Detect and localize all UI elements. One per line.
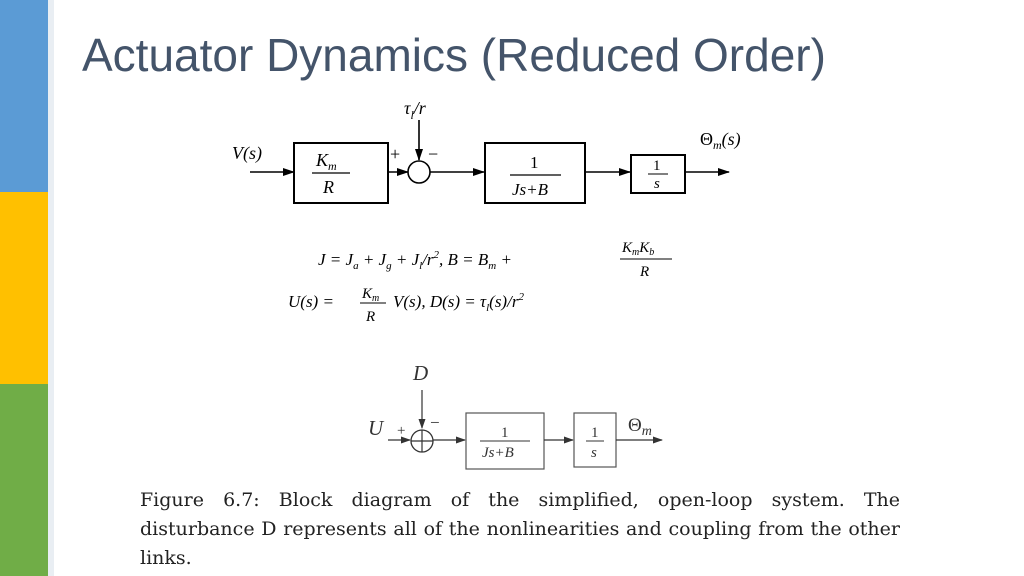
top-plus-sign: + <box>390 144 400 164</box>
bottom-block-diagram: D U + − 1 Js+B 1 s Θm <box>368 361 663 470</box>
bottom-int-num: 1 <box>591 425 599 441</box>
bottom-input-label: U <box>368 416 385 440</box>
top-output-label: Θm(s) <box>700 129 741 152</box>
top-gain-den: R <box>322 177 334 197</box>
equations: J = Ja + Jg + Jl/r2, B = Bm + KmKb R U(s… <box>288 240 672 325</box>
bottom-int-den: s <box>591 445 597 461</box>
equation-line-2-frac-den: R <box>365 309 375 325</box>
top-summing-junction <box>407 160 431 184</box>
top-disturbance-label: τl/r <box>404 98 427 122</box>
slide-title: Actuator Dynamics (Reduced Order) <box>82 29 826 81</box>
accent-stripe-yellow <box>0 192 48 384</box>
bottom-minus-sign: − <box>430 413 440 432</box>
top-plant-num: 1 <box>530 153 539 172</box>
equation-line-2b: V(s), D(s) = τl(s)/r2 <box>393 291 524 314</box>
bottom-disturbance-label: D <box>412 361 428 385</box>
equation-frac-num: KmKb <box>621 240 654 258</box>
top-input-label: V(s) <box>232 143 262 164</box>
bottom-plant-num: 1 <box>501 425 509 441</box>
bottom-plus-sign: + <box>397 423 405 439</box>
accent-divider <box>48 0 54 576</box>
top-gain-num: Km <box>315 150 337 173</box>
top-minus-sign: − <box>428 144 438 164</box>
top-int-num: 1 <box>653 158 661 174</box>
bottom-output-label: Θm <box>628 415 652 439</box>
equation-frac-den: R <box>639 264 649 280</box>
top-plant-block <box>484 142 586 204</box>
accent-stripe-green <box>0 384 48 576</box>
top-block-diagram: V(s) Km R τl/r + − 1 Js+B 1 s Θm(s) <box>232 98 741 204</box>
top-int-den: s <box>654 176 660 192</box>
accent-stripe-blue <box>0 0 48 192</box>
top-plant-den: Js+B <box>512 180 549 199</box>
bottom-summing-junction <box>410 429 434 453</box>
equation-line-2a: U(s) = <box>288 292 334 311</box>
equation-line-2-frac-num: Km <box>361 286 379 304</box>
bottom-plant-den: Js+B <box>482 445 514 461</box>
bottom-integrator-block <box>573 412 617 468</box>
figure-caption: Figure 6.7: Block diagram of the simplif… <box>140 489 900 569</box>
equation-line-1: J = Ja + Jg + Jl/r2, B = Bm + <box>318 249 512 272</box>
